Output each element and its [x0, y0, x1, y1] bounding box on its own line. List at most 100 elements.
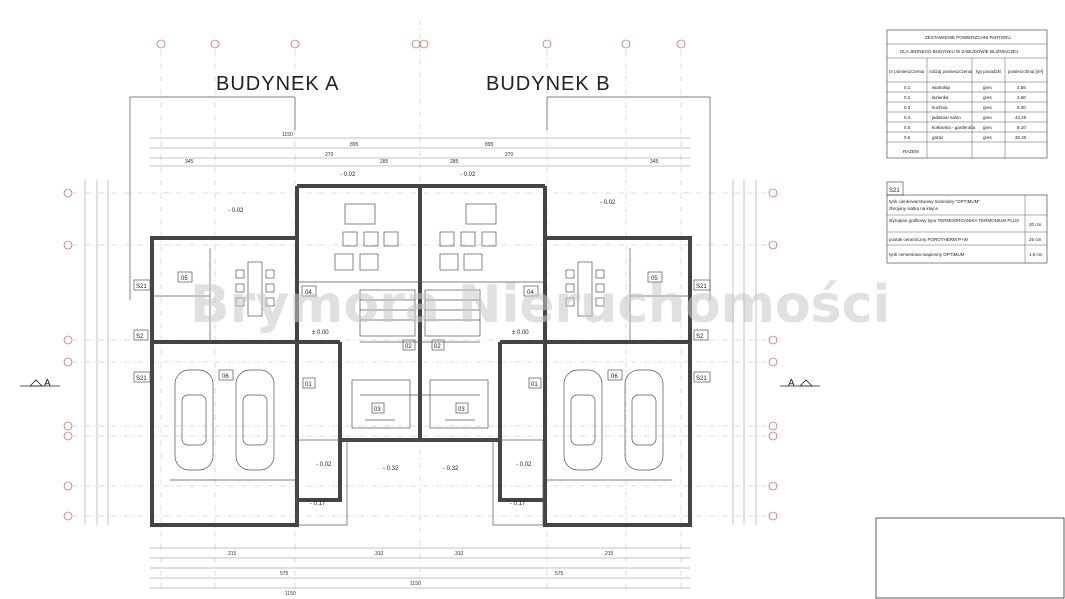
level-drive-b: - 0.32 — [443, 466, 459, 472]
wall-tag: S2 — [136, 334, 144, 340]
dim-bottom-2: 310 — [375, 551, 384, 557]
dim-top-6: 345 — [650, 159, 659, 165]
table-cell: 0.5 — [904, 125, 911, 130]
dim-top-3: 270 — [325, 152, 334, 158]
level-drive-a: - 0.32 — [383, 466, 399, 472]
table-cell: łazienka — [932, 95, 949, 100]
room-tag: 06 — [222, 374, 229, 380]
level-marks: - 0.02 - 0.02 - 0.02 - 0.02 ± 0.00 ± 0.0… — [228, 172, 616, 507]
room-area-table: ZESTAWIENIE POWIERZCHNI PARTERU DLA JEDN… — [886, 29, 1048, 159]
table-cell: 30,30 — [1015, 135, 1027, 140]
legend-thickness: 20 cm — [1029, 222, 1042, 227]
watermark: Brymora Nieruchomości — [190, 275, 890, 335]
room-tag: 06 — [611, 374, 618, 380]
table-cell: 8,30 — [1017, 105, 1026, 110]
table-cell: kotłownia - garderoba — [932, 125, 976, 130]
room-tag: 03 — [374, 407, 381, 413]
interior-partitions — [152, 248, 690, 396]
table-cell: 0.6 — [904, 135, 911, 140]
legend-code: S21 — [889, 188, 900, 194]
living-furniture — [334, 203, 497, 271]
legend-thickness: 25 cm — [1029, 237, 1042, 242]
level-hall-a: ± 0.00 — [312, 330, 329, 336]
section-label-right: A — [788, 378, 795, 389]
table-cell: gres — [983, 85, 993, 90]
table-total-label: RAZEM — [903, 149, 919, 154]
building-a-walls — [150, 184, 422, 527]
room-tag: 02 — [434, 344, 441, 350]
title-block-frame — [875, 517, 1065, 599]
building-b-walls — [418, 184, 692, 527]
dim-bottom-5: 575 — [280, 571, 289, 577]
wall-tag: S21 — [136, 376, 147, 382]
room-tag: 04 — [305, 290, 312, 296]
legend-line: pustak ceramiczny POROTHERM P+W — [889, 237, 969, 242]
legend-line: tynk cienkowarstwowy mineralny "OPTIMUM" — [889, 199, 980, 204]
dim-top-8: 285 — [450, 159, 459, 165]
table-cell: 4,55 — [1017, 85, 1026, 90]
dim-top-4: 270 — [505, 152, 514, 158]
wall-tag: S21 — [696, 376, 707, 382]
dim-top-2: 895 — [485, 142, 494, 148]
section-marker-left: A — [20, 378, 60, 389]
table-cell: garaż — [932, 135, 944, 140]
legend-line: zbrojony siatką na klejce — [889, 206, 939, 211]
level-north-a: - 0.02 — [340, 172, 356, 178]
section-marker-right: A — [780, 378, 820, 389]
dim-bottom-6: 575 — [555, 571, 564, 577]
driveway — [170, 439, 672, 526]
wall-legend: S21 tynk cienkowarstwowy mineralny "OPTI… — [886, 181, 1048, 264]
table-cell: 0.2 — [904, 95, 911, 100]
dim-top-5: 345 — [185, 159, 194, 165]
dim-bottom-7: 1150 — [285, 591, 296, 597]
level-porch-b: - 0.02 — [516, 462, 532, 468]
stairs — [359, 289, 481, 337]
room-tag: 05 — [651, 276, 658, 282]
table-cell: kuchnia — [932, 105, 948, 110]
axis-bubbles-top — [156, 39, 686, 49]
table-cell: 3,60 — [1017, 95, 1026, 100]
section-label-left: A — [44, 378, 51, 389]
wall-tag: S2 — [696, 334, 704, 340]
dim-top-1: 895 — [350, 142, 359, 148]
dim-bottom-1: 215 — [228, 551, 237, 557]
table-cell: wiatrołap — [932, 85, 951, 90]
dim-top-7: 285 — [380, 159, 389, 165]
level-porch-a: - 0.02 — [316, 462, 332, 468]
cars — [174, 369, 664, 471]
dim-bottom-4: 215 — [605, 551, 614, 557]
legend-line: styropian grafitowy typu TERMOORGANIKA T… — [889, 218, 1019, 223]
kitchens — [351, 379, 489, 429]
table-header: powierzchnia [m²] — [1008, 69, 1043, 74]
table-cell: 0.4 — [904, 115, 911, 120]
heading-building-a: BUDYNEK A — [216, 73, 339, 95]
room-tag: 04 — [527, 290, 534, 296]
level-terrace-a: - 0.02 — [228, 208, 244, 214]
room-tag: 03 — [458, 407, 465, 413]
dim-bottom-3: 310 — [455, 551, 464, 557]
table-title-2: DLA JEDNEGO BUDYNKU W ZABUDOWIE BLIŹNIAC… — [900, 48, 1018, 54]
level-north-b: - 0.02 — [460, 172, 476, 178]
level-hall-b: ± 0.00 — [512, 330, 529, 336]
dim-top-total: 1150 — [282, 132, 293, 138]
table-header: nr pomieszczenia — [889, 69, 925, 74]
table-cell: gres — [983, 125, 993, 130]
dining-tables — [235, 261, 605, 317]
dimension-lines-bottom: 215 310 310 215 575 575 1150 1150 — [150, 547, 690, 597]
room-tag: 01 — [531, 382, 538, 388]
dimension-lines-top: 1150 895 895 270 270 345 345 285 285 — [150, 132, 690, 167]
table-cell: 42,25 — [1015, 115, 1027, 120]
legend-line: tynk cementowo-wapienny OPTIMUM — [889, 252, 965, 257]
table-cell: gres — [983, 135, 993, 140]
heading-building-b: BUDYNEK B — [486, 73, 611, 95]
dim-bottom-total: 1150 — [410, 581, 421, 587]
table-title-1: ZESTAWIENIE POWIERZCHNI PARTERU — [925, 35, 1011, 40]
room-tag: 01 — [305, 382, 312, 388]
table-cell: 0.3 — [904, 105, 911, 110]
level-front-a: - 0.17 — [310, 501, 326, 507]
dimension-lines-sides — [84, 180, 757, 525]
wall-tags: S21 S21 S2 S2 S21 S21 — [133, 279, 711, 383]
room-tag: 02 — [405, 344, 412, 350]
table-cell: 0.1 — [904, 85, 911, 90]
